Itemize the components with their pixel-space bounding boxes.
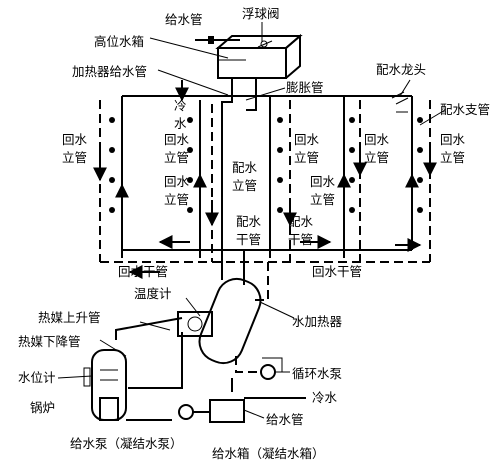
level-gauge-leader [57, 375, 93, 379]
label-circulation-pump: 循环水泵 [292, 366, 342, 381]
circulation-pump-icon [260, 364, 276, 380]
label-feed-tank: 给水箱（凝结水箱） [212, 446, 325, 461]
label-supply-riser-1b: 立管 [164, 150, 189, 165]
label-return-riser-2b: 立管 [294, 150, 319, 165]
expansion-pipe [246, 78, 257, 111]
water-heater [177, 277, 262, 365]
label-return-main-right: 回水干管 [312, 264, 362, 279]
label-cold-water-1: 冷 [174, 98, 187, 113]
water-heater-leader [259, 301, 295, 319]
heater-feed-pipe [221, 78, 233, 280]
label-return-riser-4a: 回水 [440, 132, 466, 147]
label-supply-main-2a: 配水 [288, 214, 314, 229]
label-faucet: 配水龙头 [376, 62, 426, 77]
heat-fall-pipe [128, 332, 183, 389]
expansion-leader [245, 87, 286, 101]
faucet-leader [399, 79, 411, 97]
label-thermometer: 温度计 [134, 286, 172, 301]
label-return-riser-6a: 回水 [310, 174, 336, 189]
high-tank-leader [149, 37, 229, 59]
feed-tank-icon [209, 399, 245, 423]
label-return-riser-2a: 回水 [294, 132, 320, 147]
label-float-valve: 浮球阀 [242, 6, 280, 21]
label-high-tank: 高位水箱 [94, 34, 144, 49]
label-level-gauge: 水位计 [18, 370, 56, 385]
high-level-tank [215, 33, 303, 79]
branch-pipe-leader [419, 109, 446, 126]
faucet-marks [109, 117, 423, 213]
heater-feed-leader [157, 69, 229, 96]
label-supply-main-2b: 干管 [288, 232, 313, 247]
label-heater-feed-pipe: 加热器给水管 [72, 64, 147, 79]
label-cold-water-bottom: 冷水 [312, 390, 338, 405]
label-return-riser-5a: 回水 [164, 174, 190, 189]
label-branch-pipe: 配水支管 [440, 102, 490, 117]
label-feed-pump: 给水泵（凝结水泵） [70, 436, 183, 451]
label-expansion-pipe: 膨胀管 [286, 80, 324, 95]
label-return-riser-4b: 立管 [440, 150, 465, 165]
label-supply-riser-2a: 配水 [232, 160, 258, 175]
return-risers [99, 100, 431, 301]
label-supply-main-1b: 干管 [236, 232, 261, 247]
label-boiler: 锅炉 [30, 400, 55, 415]
label-water-heater: 水加热器 [292, 314, 343, 329]
boiler [91, 349, 127, 421]
label-return-riser-5b: 立管 [164, 192, 189, 207]
label-supply-riser-2b: 立管 [232, 178, 257, 193]
label-heat-rise-pipe: 热媒上升管 [38, 310, 101, 325]
label-feed-pipe-bottom: 给水管 [266, 412, 304, 427]
heat-rise-pipe [115, 317, 183, 340]
label-supply-main-1a: 配水 [236, 214, 262, 229]
label-return-riser-1b: 立管 [62, 150, 87, 165]
feed-valve-icon [208, 36, 214, 44]
level-gauge-icon [83, 367, 91, 387]
label-return-main-left: 回水干管 [118, 264, 168, 279]
label-return-riser-1a: 回水 [62, 132, 88, 147]
label-return-riser-6b: 立管 [310, 192, 335, 207]
label-heat-fall-pipe: 热媒下降管 [18, 334, 81, 349]
label-supply-riser-1a: 回水 [164, 132, 190, 147]
label-return-riser-3a: 回水 [364, 132, 390, 147]
label-feed-pipe-top: 给水管 [165, 12, 203, 27]
thermometer-leader [185, 297, 201, 317]
label-cold-water-2: 水 [174, 116, 187, 131]
label-return-riser-3b: 立管 [364, 150, 389, 165]
